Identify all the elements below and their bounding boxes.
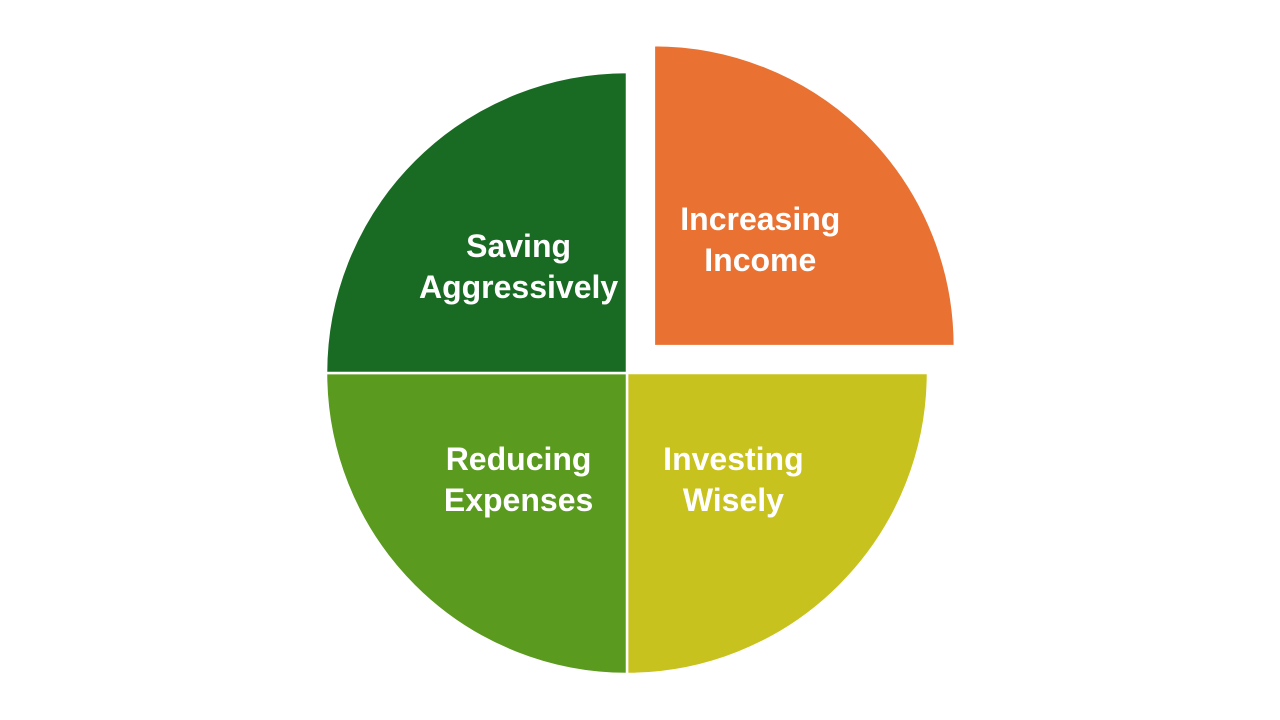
- slice-label-line: Increasing: [680, 201, 840, 237]
- slice-label-line: Investing: [663, 441, 803, 477]
- slice-label-line: Expenses: [444, 482, 593, 518]
- slice-label-line: Reducing: [446, 441, 592, 477]
- pie-slice-increasing-income: [652, 43, 957, 348]
- pie-slice-reducing-expenses: [324, 371, 629, 676]
- slice-label-line: Wisely: [683, 482, 784, 518]
- pie-slice-saving-aggressively: [324, 70, 629, 375]
- pie-slice-investing-wisely: [625, 371, 930, 676]
- slice-label-line: Aggressively: [419, 269, 618, 305]
- slice-label-line: Income: [704, 242, 816, 278]
- slice-label-line: Saving: [466, 228, 571, 264]
